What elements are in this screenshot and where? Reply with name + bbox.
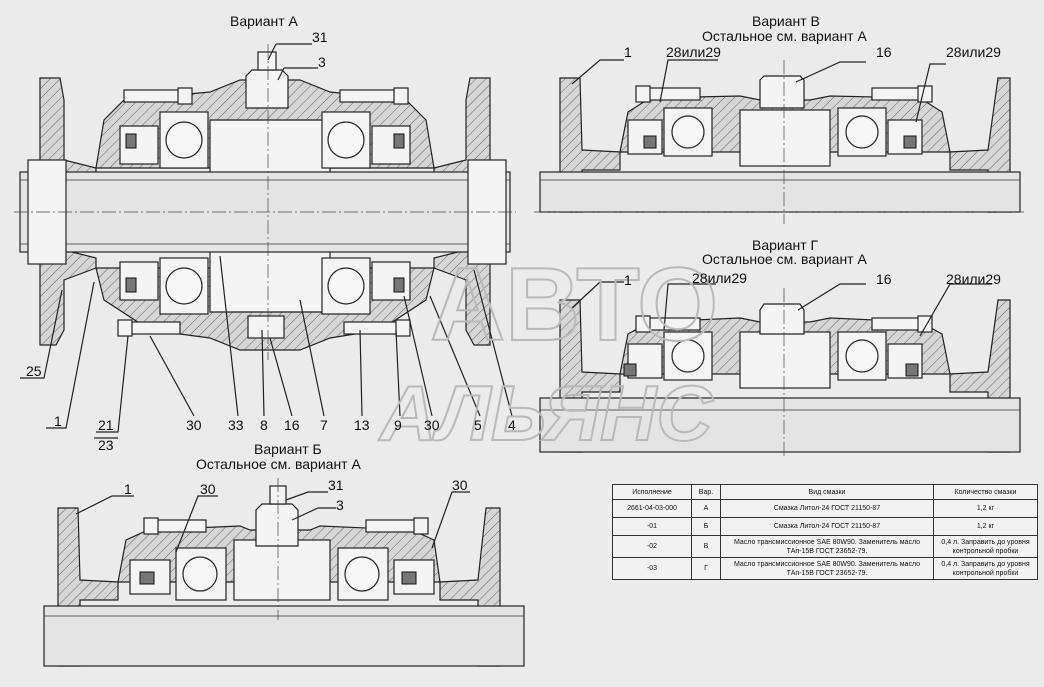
callout-a-33: 33	[228, 417, 244, 433]
callout-g-16: 16	[876, 271, 892, 287]
cell-execution: -02	[612, 535, 692, 558]
callout-a-7: 7	[320, 417, 328, 433]
cell-lubricant: Масло трансмиссионное SAE 80W90. Заменит…	[720, 557, 934, 580]
callout-a-8: 8	[260, 417, 268, 433]
cell-execution: -01	[612, 517, 692, 536]
col-header-quantity: Количество смазки	[933, 484, 1038, 500]
callout-a-9: 9	[394, 417, 402, 433]
cell-lubricant: Смазка Литол-24 ГОСТ 21150-87	[720, 499, 934, 518]
cell-lubricant: Смазка Литол-24 ГОСТ 21150-87	[720, 517, 934, 536]
callouts-v: 1 28или29 16 28или29	[624, 44, 1001, 60]
callout-b-3: 3	[336, 497, 344, 513]
variant-b-assembly	[43, 478, 525, 667]
callout-b-1: 1	[124, 481, 132, 497]
table-row: -02 В Масло трансмиссионное SAE 80W90. З…	[612, 535, 1038, 558]
cell-lubricant: Масло трансмиссионное SAE 80W90. Заменит…	[720, 535, 934, 558]
callouts-g: 1 28или29 16 28или29	[624, 270, 1001, 288]
cell-quantity: 0,4 л. Заправить до уровня контрольной п…	[933, 535, 1038, 558]
watermark-line-1: АВТО	[430, 247, 718, 363]
cell-quantity: 0,4 л. Заправить до уровня контрольной п…	[933, 557, 1038, 580]
callout-a-25: 25	[26, 363, 42, 379]
table-header-row: Исполнение Вар. Вид смазки Количество см…	[612, 484, 1038, 500]
variant-a-assembly	[14, 43, 516, 439]
cell-quantity: 1,2 кг	[933, 499, 1038, 518]
cell-variant: Б	[691, 517, 721, 536]
callout-a-4: 4	[508, 417, 516, 433]
callout-v-28or29-left: 28или29	[666, 44, 721, 60]
variant-g-title: Вариант Г	[752, 237, 819, 253]
variant-a-title: Вариант А	[230, 13, 299, 29]
variant-v-subtitle: Остальное см. вариант А	[702, 28, 867, 44]
callout-b-31: 31	[328, 477, 344, 493]
callout-g-28or29-right: 28или29	[946, 271, 1001, 287]
callout-a-5: 5	[474, 417, 482, 433]
callout-a-23: 23	[98, 437, 114, 453]
callout-a-30: 30	[186, 417, 202, 433]
callout-b-30-right: 30	[452, 477, 468, 493]
callout-a-21: 21	[98, 417, 114, 433]
col-header-execution: Исполнение	[612, 484, 692, 500]
callout-v-28or29-right: 28или29	[946, 44, 1001, 60]
cell-execution: 2661-04-03-000	[612, 499, 692, 518]
cell-variant: А	[691, 499, 721, 518]
table-row: -03 Г Масло трансмиссионное SAE 80W90. З…	[612, 557, 1038, 580]
callouts-a: 31 3 25 1 21 23 30 33 8 16 7 13 9 30 5 4	[26, 29, 516, 453]
cell-variant: Г	[691, 557, 721, 580]
callout-a-3: 3	[318, 54, 326, 70]
variant-v-assembly	[534, 59, 1024, 224]
callout-v-16: 16	[876, 44, 892, 60]
table-row: 2661-04-03-000 А Смазка Литол-24 ГОСТ 21…	[612, 499, 1038, 518]
callout-a-31: 31	[312, 29, 328, 45]
callouts-b: 1 30 31 3 30	[124, 477, 468, 513]
table-row: -01 Б Смазка Литол-24 ГОСТ 21150-87 1,2 …	[612, 517, 1038, 536]
callout-a-16: 16	[284, 417, 300, 433]
variant-g-assembly	[539, 281, 1021, 456]
callout-a-13: 13	[354, 417, 370, 433]
cell-execution: -03	[612, 557, 692, 580]
callout-a-30b: 30	[424, 417, 440, 433]
watermark-line-2: АЛЬЯНС	[378, 369, 714, 457]
callout-g-1: 1	[624, 272, 632, 288]
variant-b-subtitle: Остальное см. вариант А	[196, 456, 361, 472]
callout-g-28or29-left: 28или29	[692, 270, 747, 286]
variant-v-title: Вариант В	[752, 13, 820, 29]
watermark: АВТО АЛЬЯНС	[377, 246, 719, 458]
variant-b-title: Вариант Б	[254, 441, 322, 457]
cell-quantity: 1,2 кг	[933, 517, 1038, 536]
col-header-lubricant: Вид смазки	[720, 484, 934, 500]
callout-a-1: 1	[54, 413, 62, 429]
cell-variant: В	[691, 535, 721, 558]
variant-titles: Вариант А Вариант В Остальное см. вариан…	[196, 13, 867, 472]
col-header-variant: Вар.	[691, 484, 721, 500]
variant-g-subtitle: Остальное см. вариант А	[702, 251, 867, 267]
callout-b-30-left: 30	[200, 481, 216, 497]
lubrication-table: Исполнение Вар. Вид смазки Количество см…	[612, 484, 1038, 580]
callout-v-1: 1	[624, 44, 632, 60]
